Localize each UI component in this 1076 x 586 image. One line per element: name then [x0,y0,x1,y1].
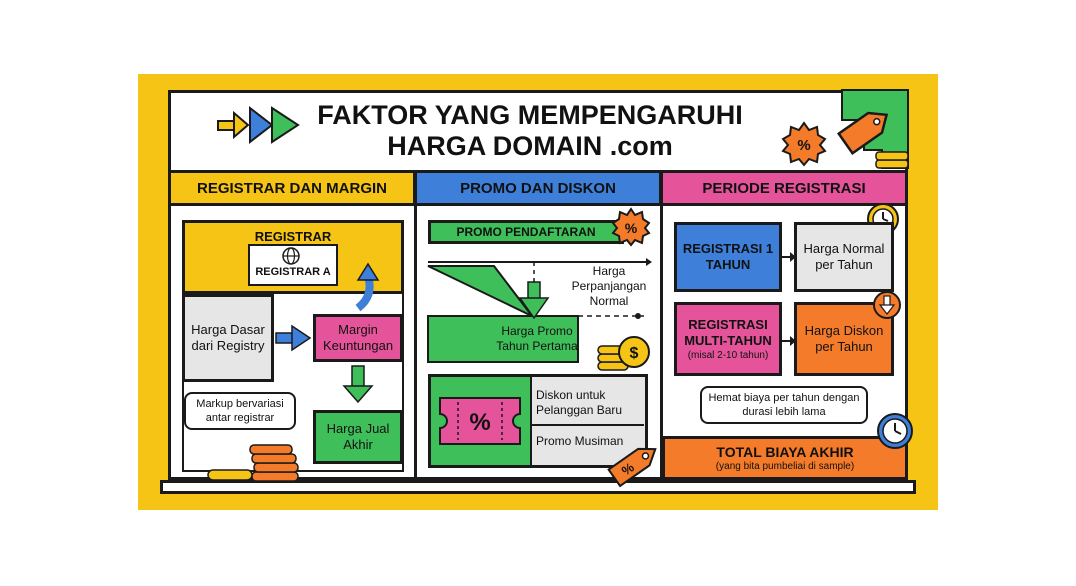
multi-year-note: (misal 2-10 tahun) [687,349,769,361]
discount-text-box [530,377,645,465]
right-arrow-icon [275,324,312,352]
base-price-label: Harga Dasar dari Registry [191,322,265,353]
column-divider [660,204,663,480]
percent-ticket-icon: % [439,397,521,445]
column-header-registrar: REGISTRAR DAN MARGIN [168,170,416,206]
svg-text:%: % [469,409,490,436]
arrow-connector [782,252,796,262]
arrow-connector [782,336,796,346]
page-title: FAKTOR YANG MEMPENGARUHI HARGA DOMAIN .c… [260,100,800,162]
new-customer-discount-label: Diskon untuk Pelanggan Baru [536,388,623,417]
percent-badge-icon: % [781,121,827,167]
svg-text:$: $ [630,345,639,362]
margin-label: Margin Keuntungan [322,322,394,353]
savings-note-text: Hemat biaya per tahun dengan durasi lebi… [708,392,860,418]
total-cost-label: TOTAL BIAYA AKHIR [716,443,854,460]
markup-note: Markup bervariasi antar registrar [184,392,296,430]
title-line-2: HARGA DOMAIN .com [387,131,673,161]
column-header-promo: PROMO DAN DISKON [414,170,662,206]
one-year-label: REGISTRASI 1 TAHUN [682,241,774,272]
price-tag-icon [836,89,909,169]
svg-text:%: % [625,220,638,236]
bottom-ledge [160,480,916,494]
total-cost-note: (yang bita pumbeliai di sample) [715,460,855,472]
markup-note-text: Markup bervariasi antar registrar [196,398,284,424]
promo-bar-label: PROMO PENDAFTARAN [456,225,596,239]
discount-separator [532,424,644,426]
registrar-a-label: REGISTRAR A [255,266,331,278]
seasonal-promo-label: Promo Musiman [536,434,624,448]
globe-icon [282,247,300,265]
multi-year-registration-box: REGISTRASI MULTI-TAHUN (misal 2-10 tahun… [674,302,782,376]
one-year-registration-box: REGISTRASI 1 TAHUN [674,222,782,292]
curved-up-arrow-icon [355,262,380,312]
base-price-box: Harga Dasar dari Registry [182,294,274,382]
column-divider [414,204,417,480]
normal-price-label: Harga Normal per Tahun [803,241,885,272]
down-arrow-icon [342,365,374,404]
margin-box: Margin Keuntungan [313,314,403,362]
coin-stack-icon [207,444,299,482]
down-arrow-icon [873,291,901,319]
discount-price-label: Harga Diskon per Tahun [804,323,884,354]
percent-tag-icon: % [607,447,657,488]
final-price-box: Harga Jual Akhir [313,410,403,464]
renewal-price-label: Harga Perpanjangan Normal [571,264,647,308]
coin-stack-icon: $ [597,336,650,371]
multi-year-label: REGISTRASI MULTI-TAHUN [684,316,772,348]
first-year-price-label: Harga Promo Tahun Pertama [496,324,578,353]
savings-note: Hemat biaya per tahun dengan durasi lebi… [700,386,868,424]
final-price-label: Harga Jual Akhir [326,421,390,452]
normal-price-box: Harga Normal per Tahun [794,222,894,292]
registrar-box-label: REGISTRAR [254,229,332,244]
title-line-1: FAKTOR YANG MEMPENGARUHI [317,100,743,130]
arrows-icon [217,105,300,145]
column-header-period: PERIODE REGISTRASI [660,170,908,206]
promo-bar: PROMO PENDAFTARAN [428,220,624,244]
percent-badge-icon: % [611,207,651,247]
total-cost-box: TOTAL BIAYA AKHIR (yang bita pumbeliai d… [662,436,908,480]
clock-icon [877,413,913,449]
svg-text:%: % [797,137,810,154]
promo-price-chart [427,258,652,363]
